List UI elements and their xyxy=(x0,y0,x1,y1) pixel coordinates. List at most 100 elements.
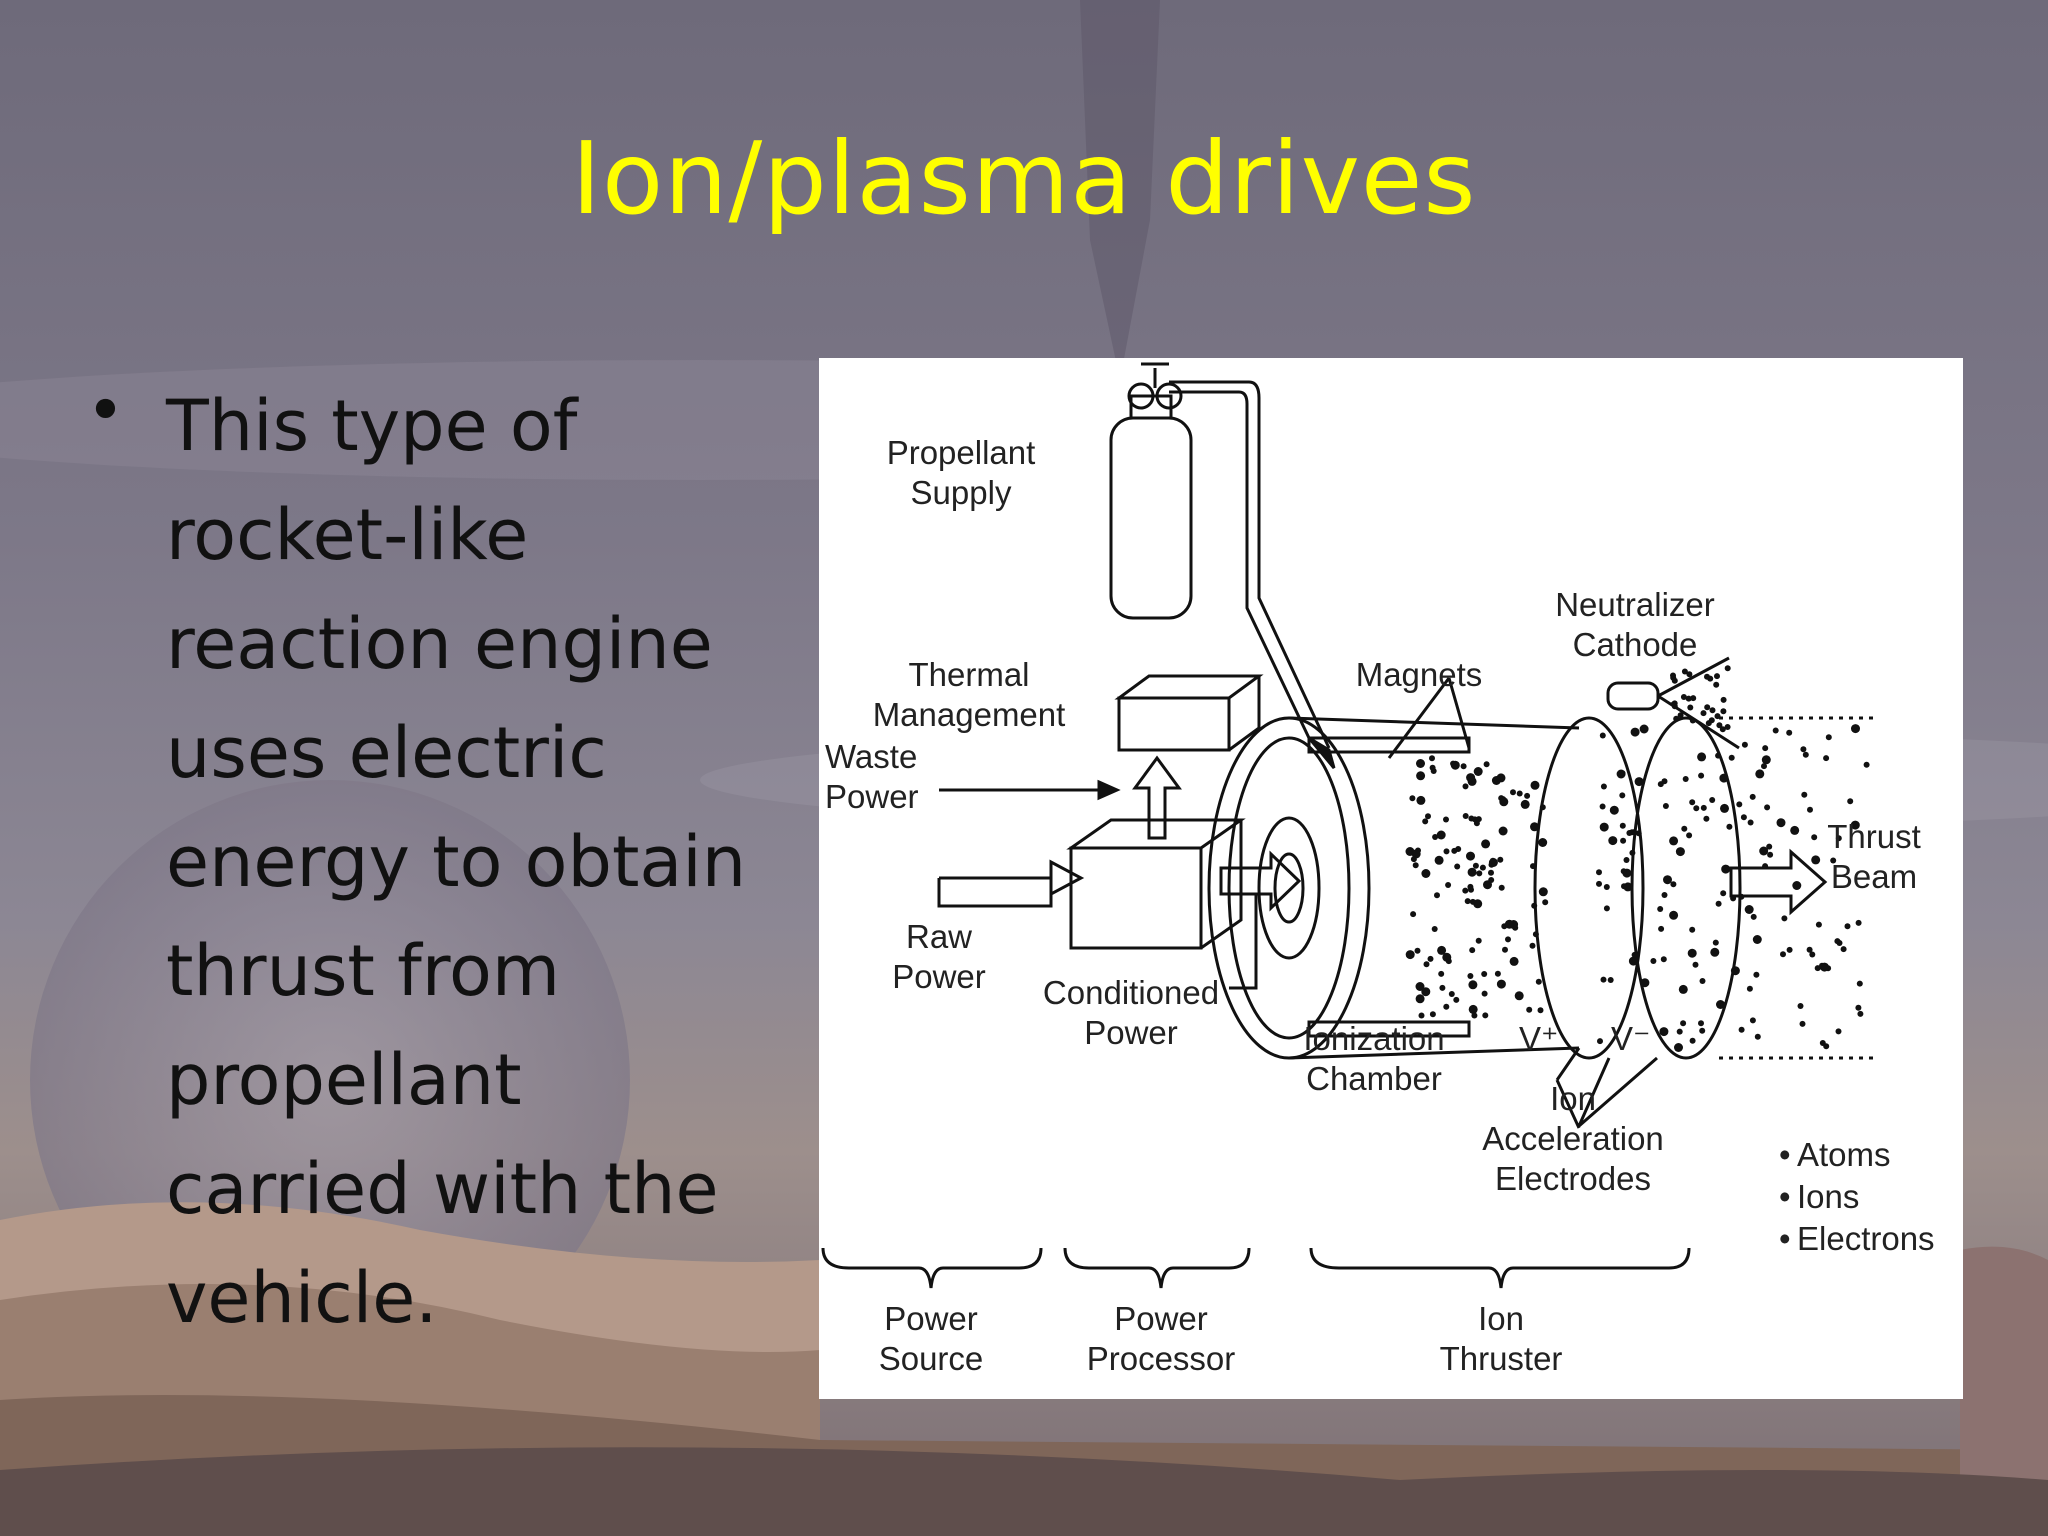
particle-dot xyxy=(1510,789,1516,796)
particle-dot xyxy=(1747,819,1754,826)
particle-dot xyxy=(1453,996,1460,1003)
particle-dot xyxy=(1669,910,1679,920)
particle-dot xyxy=(1677,712,1684,719)
label-waste-power: Power xyxy=(825,778,919,815)
particle-dot xyxy=(1703,815,1710,822)
particle-dot xyxy=(1697,752,1707,762)
particle-dot xyxy=(1422,818,1429,825)
particle-dot xyxy=(1678,984,1688,994)
particle-dot xyxy=(1464,898,1471,905)
particle-dot xyxy=(1797,1003,1804,1009)
particle-dot xyxy=(1690,695,1697,702)
particle-dot xyxy=(1526,1006,1533,1013)
legend-dot-atoms: • xyxy=(1779,1136,1791,1173)
particle-dot xyxy=(1532,931,1539,938)
particle-dot xyxy=(1713,681,1720,688)
particle-dot xyxy=(1599,732,1606,739)
particle-dot xyxy=(1764,804,1771,811)
particle-dot xyxy=(1750,913,1757,920)
particle-dot xyxy=(1761,755,1771,765)
particle-dot xyxy=(1438,970,1445,977)
particle-dot xyxy=(1443,816,1449,823)
particle-dot xyxy=(1530,780,1540,790)
particle-dot xyxy=(1781,915,1788,922)
particle-dot xyxy=(1709,797,1716,803)
particle-dot xyxy=(1496,979,1506,989)
particle-dot xyxy=(1671,703,1678,710)
particle-dot xyxy=(1607,977,1614,983)
particle-dot xyxy=(1427,955,1434,962)
particle-dot xyxy=(1529,942,1536,949)
particle-dot xyxy=(1596,869,1602,876)
neutralizer-cathode-icon xyxy=(1606,681,1660,711)
particle-dot xyxy=(1786,946,1793,953)
particle-dot xyxy=(1603,884,1610,890)
particle-dot xyxy=(1429,755,1435,762)
particle-dot xyxy=(1620,837,1627,844)
particle-dot xyxy=(1680,694,1687,700)
particle-dot xyxy=(1658,925,1665,932)
particle-dot xyxy=(1687,948,1697,958)
particle-dot xyxy=(1498,826,1508,836)
particle-dot xyxy=(1416,759,1425,768)
brace-power-processor xyxy=(1063,1247,1251,1289)
particle-dot xyxy=(1724,724,1731,730)
particle-dot xyxy=(1806,946,1813,953)
particle-dot xyxy=(1437,945,1447,955)
raw-power-arrow xyxy=(939,859,1085,897)
particle-dot xyxy=(1631,829,1638,836)
particle-dot xyxy=(1705,720,1712,727)
particle-dot xyxy=(1640,978,1650,988)
particle-dot xyxy=(1530,863,1536,870)
particle-dot xyxy=(1483,761,1490,768)
particle-dot xyxy=(1412,862,1419,869)
label-conditioned-power: Power xyxy=(1084,1014,1178,1051)
particle-dot xyxy=(1418,1012,1425,1019)
bullet-text: This type of rocket-like reaction engine… xyxy=(166,372,866,1353)
particle-dot xyxy=(1429,764,1436,771)
particle-dot xyxy=(1699,978,1706,984)
particle-dot xyxy=(1740,814,1747,821)
particle-dot xyxy=(1454,863,1461,870)
particle-dot xyxy=(1405,950,1415,960)
particle-dot xyxy=(1686,832,1693,839)
bullet-line: carried with the xyxy=(166,1148,719,1230)
particle-dot xyxy=(1429,1011,1436,1018)
particle-dot xyxy=(1823,755,1830,762)
particle-dot xyxy=(1790,825,1800,835)
particle-dot xyxy=(1674,1043,1683,1052)
particle-dot xyxy=(1715,900,1722,907)
particle-dot xyxy=(1762,863,1769,870)
particle-dot xyxy=(1720,1002,1727,1008)
label-acceleration: Acceleration xyxy=(1482,1120,1664,1157)
particle-dot xyxy=(1609,805,1619,815)
particle-dot xyxy=(1857,1010,1864,1017)
particle-dot xyxy=(1414,947,1421,954)
particle-dot xyxy=(1704,704,1711,711)
particle-dot xyxy=(1693,805,1700,812)
particle-dot xyxy=(1505,936,1511,943)
particle-dot xyxy=(1481,990,1488,997)
particle-dot xyxy=(1434,892,1440,899)
particle-dot xyxy=(1473,820,1480,827)
particle-dot xyxy=(1659,1027,1669,1037)
particle-dot xyxy=(1542,899,1549,906)
particle-dot xyxy=(1535,978,1542,985)
particle-dot xyxy=(1730,966,1740,976)
particle-dot xyxy=(1728,754,1735,761)
particle-dot xyxy=(1714,673,1720,680)
legend-atoms: Atoms xyxy=(1797,1136,1891,1173)
particle-dot xyxy=(1814,965,1821,972)
label-management: Management xyxy=(873,696,1066,733)
particle-dot xyxy=(1468,980,1478,990)
particle-dot xyxy=(1662,803,1669,809)
particle-dot xyxy=(1799,1020,1806,1027)
particle-dot xyxy=(1630,727,1640,737)
propellant-tank-icon xyxy=(1109,362,1193,620)
label-ion: Ion xyxy=(1550,1080,1596,1117)
particle-dot xyxy=(1516,790,1523,797)
group-power-source-1: Power xyxy=(884,1300,978,1337)
particle-dot xyxy=(1698,1020,1704,1027)
particle-dot xyxy=(1830,857,1837,864)
particle-dot xyxy=(1502,946,1508,953)
